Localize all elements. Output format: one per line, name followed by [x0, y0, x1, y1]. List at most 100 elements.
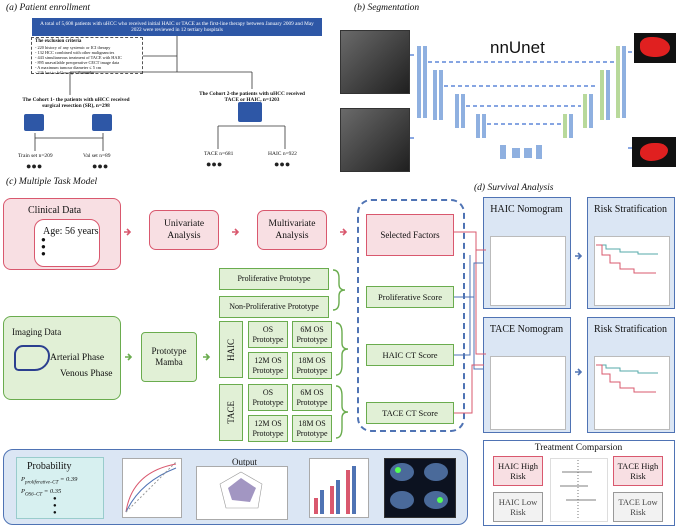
liver-icon — [14, 345, 50, 371]
hospital-icon — [238, 102, 262, 122]
probability-title: Probability — [27, 461, 72, 472]
tace-risk-panel: Risk Stratification — [587, 317, 675, 433]
unet-layer — [536, 145, 542, 159]
unet-layer — [417, 46, 421, 118]
proliferative-score-box: Proliferative Score — [366, 286, 454, 308]
exclusion-title: The exclusion criteria — [35, 39, 82, 44]
tace-6m-prototype: 6M OS Prototype — [292, 384, 332, 411]
exclusion-item: - 443 simultaneous treatment of TACE wit… — [35, 55, 122, 60]
unet-layer — [455, 94, 459, 128]
imaging-arrows — [125, 353, 211, 361]
nomogram-plot — [490, 236, 566, 306]
clinical-data-box: Clinical Data Age: 56 years ●●● — [3, 198, 121, 270]
tace-group-label: TACE — [219, 384, 243, 441]
exclusion-item: - 895 unavailable preoperative CECT imag… — [35, 60, 120, 65]
score-connectors — [454, 231, 486, 414]
imaging-data-title: Imaging Data — [12, 327, 62, 337]
tace-ct-score-box: TACE CT Score — [366, 402, 454, 424]
clinical-data-title: Clinical Data — [28, 205, 82, 216]
prototype-mamba-box: Prototype Mamba — [141, 332, 197, 382]
forest-plot-marks — [560, 460, 596, 518]
prototype-braces — [332, 269, 349, 439]
people-icon: ●●● — [206, 159, 223, 169]
unet-layer — [622, 46, 626, 118]
imaging-data-box: Imaging Data Arterial Phase Venous Phase — [3, 316, 121, 400]
non-proliferative-prototype-box: Non-Proliferative Prototype — [219, 296, 329, 318]
km-curve-plot — [594, 236, 670, 306]
unet-skip-connections — [410, 51, 632, 149]
unet-layer — [439, 70, 443, 120]
survival-arrows — [575, 252, 583, 376]
km-curves — [596, 244, 658, 393]
exclusion-criteria-box: The exclusion criteria - 220 history of … — [31, 37, 143, 75]
univariate-analysis-box: Univariate Analysis — [149, 210, 219, 250]
people-icon: ●●● — [274, 159, 291, 169]
unet-layer — [524, 148, 532, 158]
enrollment-connectors — [34, 36, 286, 151]
comparison-forest-plot — [550, 458, 608, 522]
score-container — [357, 199, 465, 432]
haic-risk-panel: Risk Stratification — [587, 197, 675, 309]
unet-layer — [423, 46, 427, 118]
haic-nomogram-title: HAIC Nomogram — [490, 204, 563, 215]
haic-6m-prototype: 6M OS Prototype — [292, 321, 332, 348]
output-title: Output — [232, 457, 258, 467]
prob-os6: POS6–CT = 0.35 — [21, 488, 62, 498]
roc-curves — [125, 461, 177, 513]
proliferative-prototype-box: Proliferative Prototype — [219, 268, 329, 290]
exclusion-item: - 132 HCC combined with other malignanci… — [35, 50, 115, 55]
hospital-icon — [92, 114, 112, 131]
section-d-label: (d) Survival Analysis — [474, 183, 554, 193]
tace-os-prototype: OS Prototype — [248, 384, 288, 411]
unet-layer — [616, 46, 620, 118]
tace-low-risk-box: TACE Low Risk — [613, 492, 663, 522]
unet-layer — [433, 70, 437, 120]
people-icon: ●●● — [92, 161, 109, 171]
more-dots: ●●● — [41, 235, 46, 258]
exclusion-item: - 326 lost to follow-up < 6 months — [35, 70, 95, 75]
radar-shape — [219, 471, 263, 509]
probability-box: Probability Pproliferative–CT = 0.39 POS… — [16, 457, 104, 519]
treatment-comparison-title: Treatment Comparsion — [534, 443, 623, 453]
tace-high-risk-box: TACE High Risk — [613, 456, 663, 486]
clinical-arrows — [124, 228, 348, 236]
hospital-icon — [24, 114, 44, 131]
unet-layer — [583, 94, 587, 128]
cohort1-label: The Cohort 1- the patients with uHCC rec… — [22, 97, 130, 109]
arterial-phase-label: Arterial Phase — [50, 353, 105, 363]
people-icon: ●●● — [26, 161, 43, 171]
haic-12m-prototype: 12M OS Prototype — [248, 352, 288, 379]
cohort2-label: The Cohort 2-the patients with uHCC rece… — [199, 91, 305, 103]
tace-12m-prototype: 12M OS Prototype — [248, 415, 288, 442]
haic-18m-prototype: 18M OS Prototype — [292, 352, 332, 379]
val-set-label: Val set n=89 — [83, 153, 111, 159]
haic-low-risk-box: HAIC Low Risk — [493, 492, 543, 522]
unet-layer — [589, 94, 593, 128]
tace-18m-prototype: 18M OS Prototype — [292, 415, 332, 442]
unet-layer — [461, 94, 465, 128]
unet-layer — [512, 148, 520, 158]
unet-layer — [500, 145, 506, 159]
liver-mask-image — [632, 137, 676, 167]
age-value: Age: 56 years — [43, 226, 99, 237]
exclusion-item: - 220 history of any systemic or ICI the… — [35, 45, 111, 50]
risk-stratification-title: Risk Stratification — [593, 324, 668, 335]
tace-nomogram-panel: TACE Nomogram — [483, 317, 571, 433]
exclusion-item: - A maximum tumour diameter ≤ 5 cm — [35, 65, 102, 70]
risk-stratification-title: Risk Stratification — [593, 204, 668, 215]
unet-layer — [600, 70, 604, 120]
unet-layer — [563, 114, 567, 138]
tace-count-label: TACE n=681 — [204, 151, 234, 157]
haic-ct-score-box: HAIC CT Score — [366, 344, 454, 366]
tace-nomogram-title: TACE Nomogram — [489, 324, 564, 335]
unet-layer — [476, 114, 480, 138]
ct-volume-image — [340, 30, 410, 94]
nomogram-plot — [490, 356, 566, 430]
multivariate-analysis-box: Multivariate Analysis — [257, 210, 327, 250]
unet-layer — [482, 114, 486, 138]
prob-proliferative: Pproliferative–CT = 0.39 — [21, 476, 78, 486]
haic-group-label: HAIC — [219, 321, 243, 378]
section-a-label: (a) Patient enrollment — [6, 3, 91, 13]
output-bars — [314, 466, 356, 514]
